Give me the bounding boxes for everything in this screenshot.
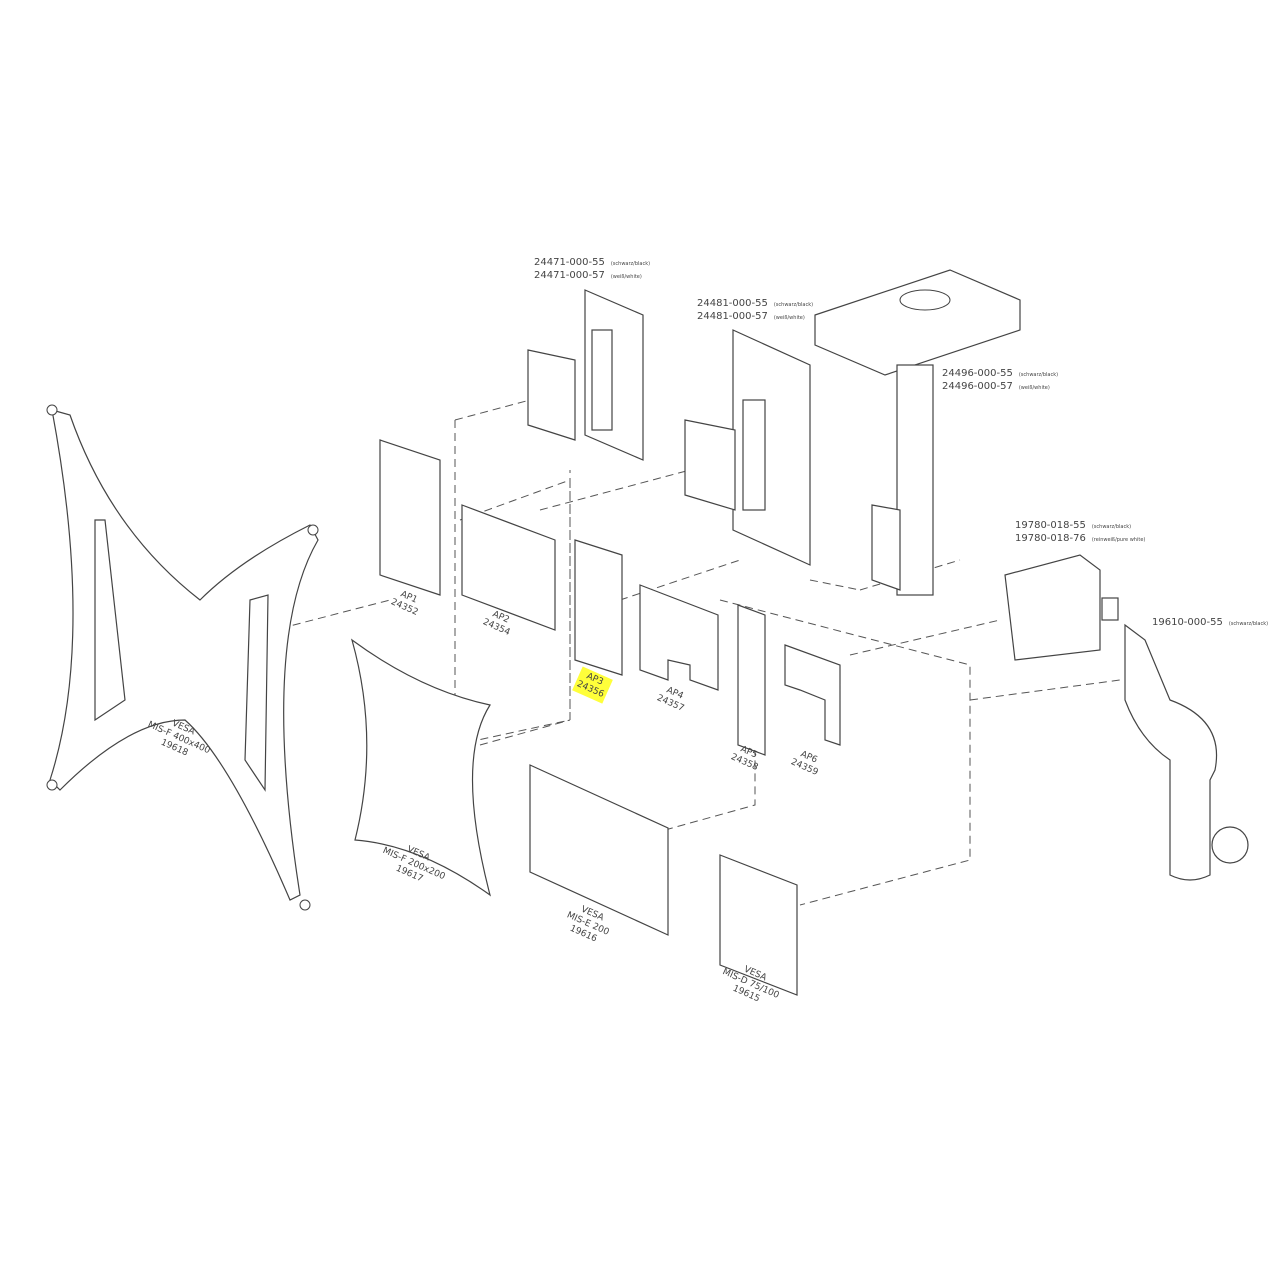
ceiling-mount-24496 xyxy=(814,269,1021,596)
part-number: 24471-000-55(schwarz/black) xyxy=(534,257,651,268)
vesa-mis-e-plate xyxy=(529,764,669,936)
plate-ap1 xyxy=(379,439,441,596)
wall-bracket-24481 xyxy=(684,329,811,566)
pole-clamp-19780 xyxy=(1004,554,1119,661)
part-number: 24496-000-57(weiß/white) xyxy=(942,381,1050,392)
part-number: 24471-000-57(weiß/white) xyxy=(534,270,642,281)
vesa-200-plate xyxy=(350,638,491,897)
plate-ap6 xyxy=(784,644,841,746)
part-number: 24481-000-55(schwarz/black) xyxy=(697,298,814,309)
part-number: 19610-000-55(schwarz/black) xyxy=(1152,617,1269,628)
part-number: 24496-000-55(schwarz/black) xyxy=(942,368,1059,379)
part-number: 19780-018-76(reinweiß/pure white) xyxy=(1015,533,1146,544)
plate-ap3 xyxy=(574,539,623,676)
part-number: 24481-000-57(weiß/white) xyxy=(697,311,805,322)
wall-bracket-24471 xyxy=(527,289,644,461)
vesa-mis-d-plate xyxy=(719,854,798,996)
vesa-400-plate xyxy=(46,404,319,911)
plate-ap5 xyxy=(737,604,766,756)
plate-ap2 xyxy=(461,504,556,631)
plate-ap4 xyxy=(639,584,719,691)
tilt-adapter-19610 xyxy=(1124,623,1249,881)
part-number: 19780-018-55(schwarz/black) xyxy=(1015,520,1132,531)
